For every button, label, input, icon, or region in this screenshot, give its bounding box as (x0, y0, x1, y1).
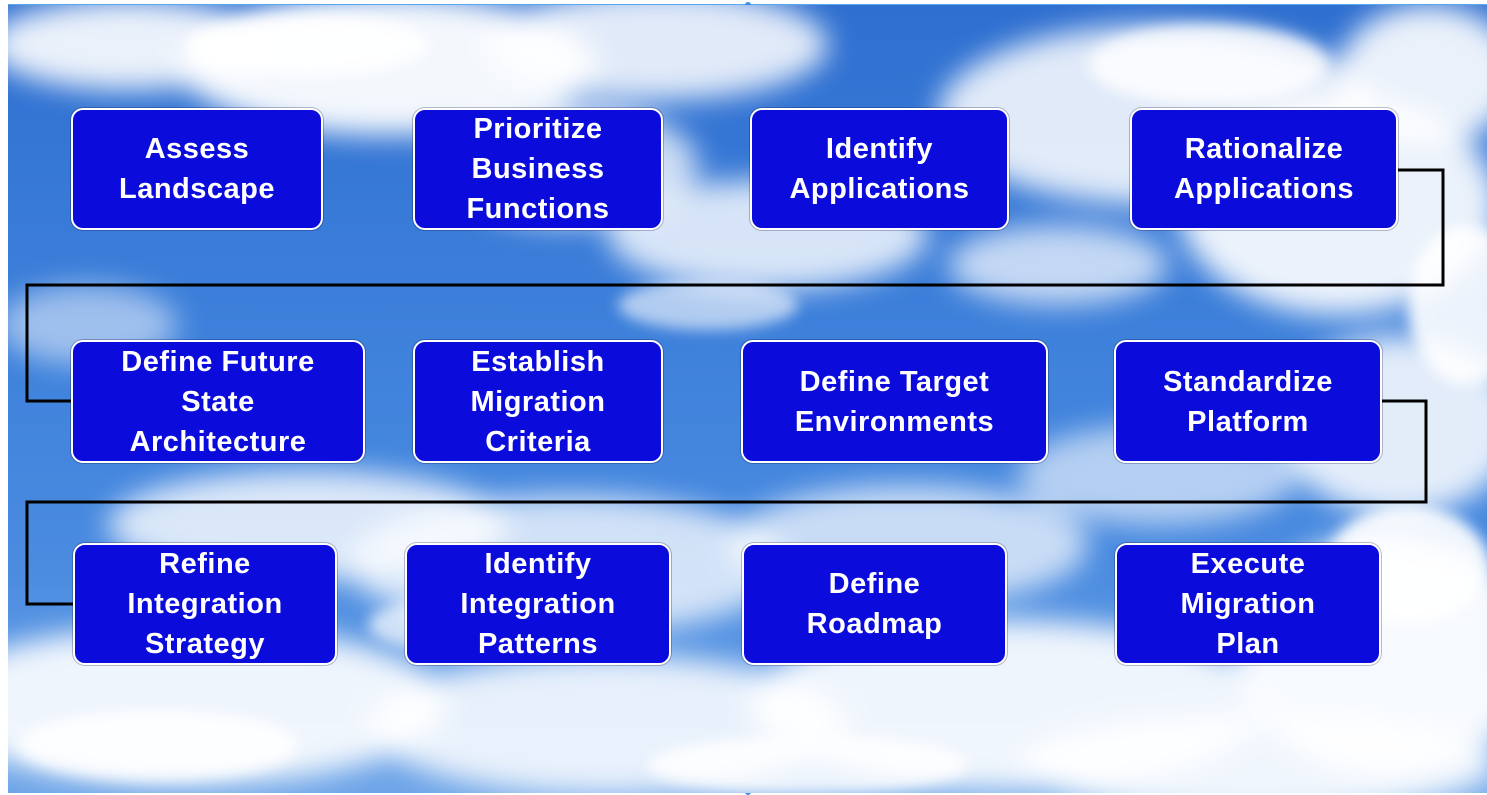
step-label: Identify Integration Patterns (460, 548, 616, 660)
step-label: Assess Landscape (119, 133, 275, 205)
step-standardize-platform[interactable]: Standardize Platform (1114, 340, 1382, 463)
step-label: Define Target Environments (794, 365, 995, 438)
step-define-roadmap[interactable]: Define Roadmap (742, 543, 1007, 665)
step-label: Execute Migration Plan (1180, 548, 1316, 660)
step-label: Rationalize Applications (1173, 133, 1354, 205)
step-refine-integration-strategy[interactable]: Refine Integration Strategy (73, 543, 337, 665)
step-define-future-state-architecture[interactable]: Define Future State Architecture (71, 340, 365, 463)
step-label: Refine Integration Strategy (127, 548, 283, 660)
step-assess-landscape[interactable]: Assess Landscape (71, 108, 323, 230)
step-label: Establish Migration Criteria (470, 345, 606, 458)
step-label: Define Roadmap (806, 568, 943, 640)
step-identify-integration-patterns[interactable]: Identify Integration Patterns (405, 543, 671, 665)
step-label: Identify Applications (789, 133, 970, 205)
step-label: Prioritize Business Functions (466, 113, 610, 225)
step-prioritize-business-functions[interactable]: Prioritize Business Functions (413, 108, 663, 230)
step-label: Standardize Platform (1163, 365, 1333, 438)
step-label: Define Future State Architecture (121, 345, 315, 458)
step-identify-applications[interactable]: Identify Applications (750, 108, 1009, 230)
step-rationalize-applications[interactable]: Rationalize Applications (1130, 108, 1398, 230)
step-establish-migration-criteria[interactable]: Establish Migration Criteria (413, 340, 663, 463)
step-define-target-environments[interactable]: Define Target Environments (741, 340, 1048, 463)
step-execute-migration-plan[interactable]: Execute Migration Plan (1115, 543, 1381, 665)
